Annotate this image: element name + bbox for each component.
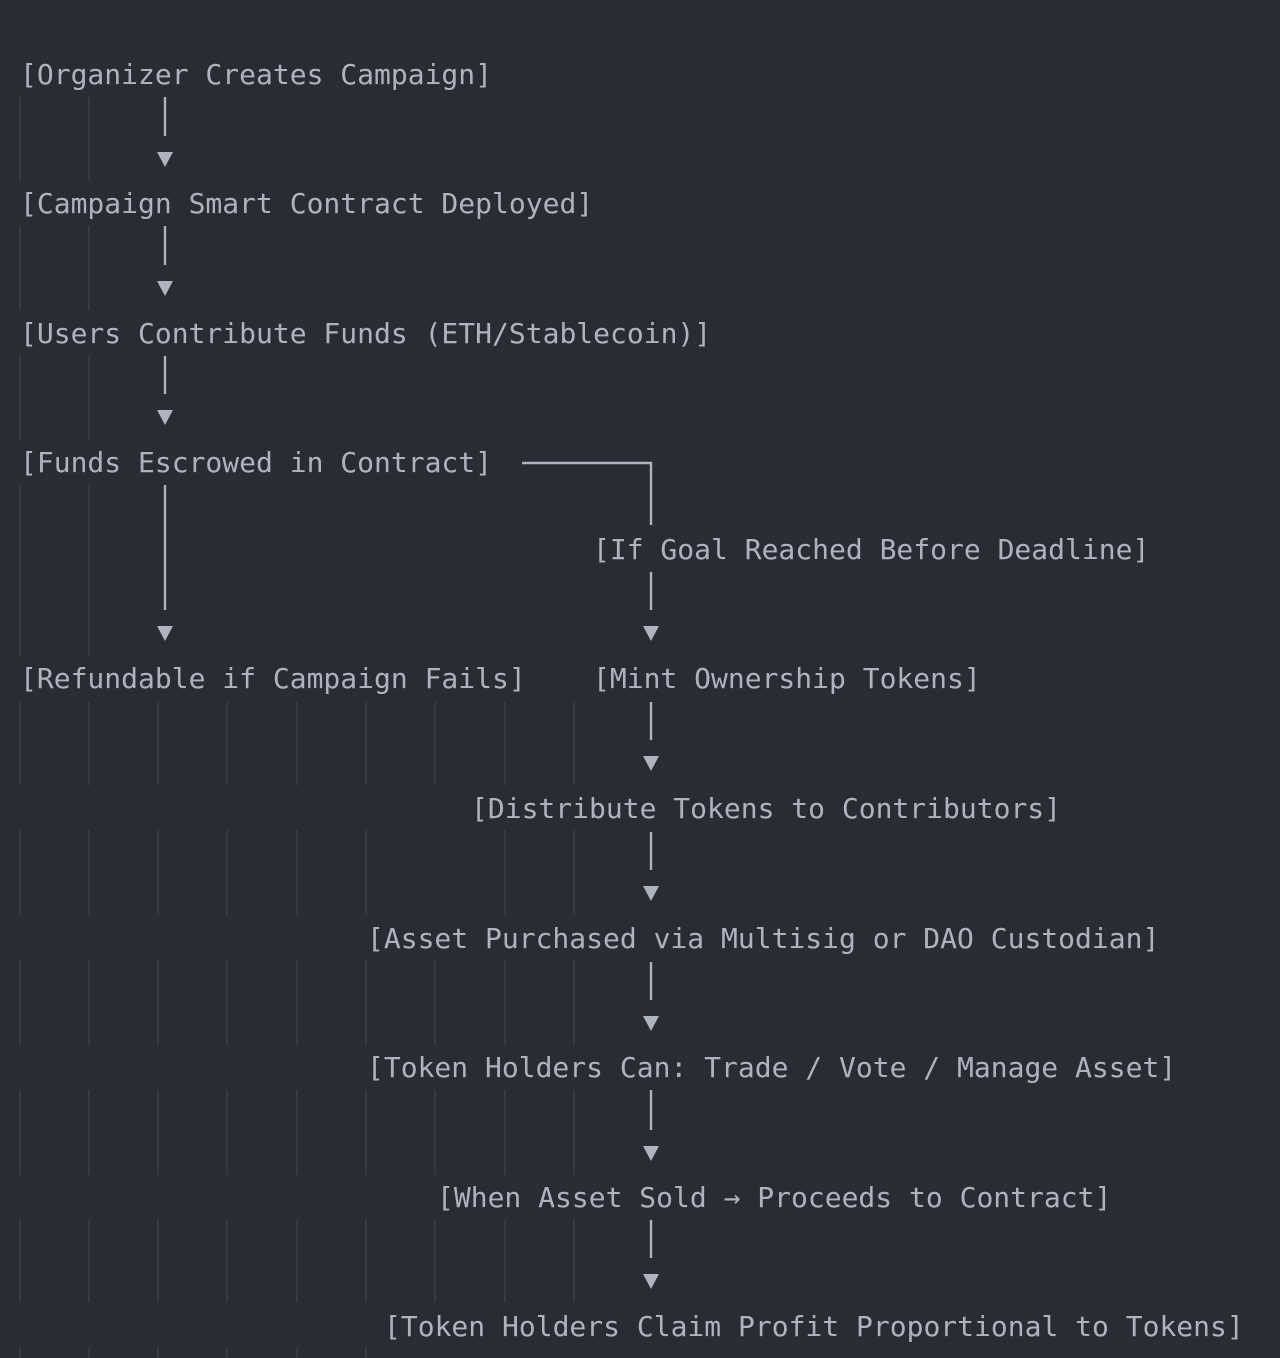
arrowhead — [643, 1274, 659, 1289]
arrowhead — [643, 1146, 659, 1161]
arrowhead — [157, 410, 173, 425]
node-token-holders-can: [Token Holders Can: Trade / Vote / Manag… — [367, 1051, 1176, 1084]
arrowhead — [157, 626, 173, 641]
node-goal-reached: [If Goal Reached Before Deadline] — [593, 533, 1149, 566]
node-distribute-tokens: [Distribute Tokens to Contributors] — [471, 792, 1061, 825]
node-organizer-creates-campaign: [Organizer Creates Campaign] — [20, 58, 492, 91]
flow-connectors — [157, 97, 659, 1289]
node-users-contribute-funds: [Users Contribute Funds (ETH/Stablecoin)… — [20, 317, 711, 350]
node-asset-purchased: [Asset Purchased via Multisig or DAO Cus… — [367, 922, 1159, 955]
arrowhead — [643, 1016, 659, 1031]
node-mint-tokens: [Mint Ownership Tokens] — [593, 662, 981, 695]
node-refundable: [Refundable if Campaign Fails] — [20, 662, 526, 695]
arrowhead — [157, 281, 173, 296]
arrowhead — [157, 152, 173, 167]
node-contract-deployed: [Campaign Smart Contract Deployed] — [20, 187, 593, 220]
node-funds-escrowed: [Funds Escrowed in Contract] — [20, 446, 492, 479]
node-asset-sold: [When Asset Sold → Proceeds to Contract] — [437, 1181, 1111, 1214]
branch-connector — [522, 461, 653, 525]
arrowhead — [643, 886, 659, 901]
node-claim-profit: [Token Holders Claim Profit Proportional… — [384, 1310, 1244, 1343]
arrowhead — [643, 626, 659, 641]
indent-guides — [19, 97, 575, 1358]
arrowhead — [643, 756, 659, 771]
